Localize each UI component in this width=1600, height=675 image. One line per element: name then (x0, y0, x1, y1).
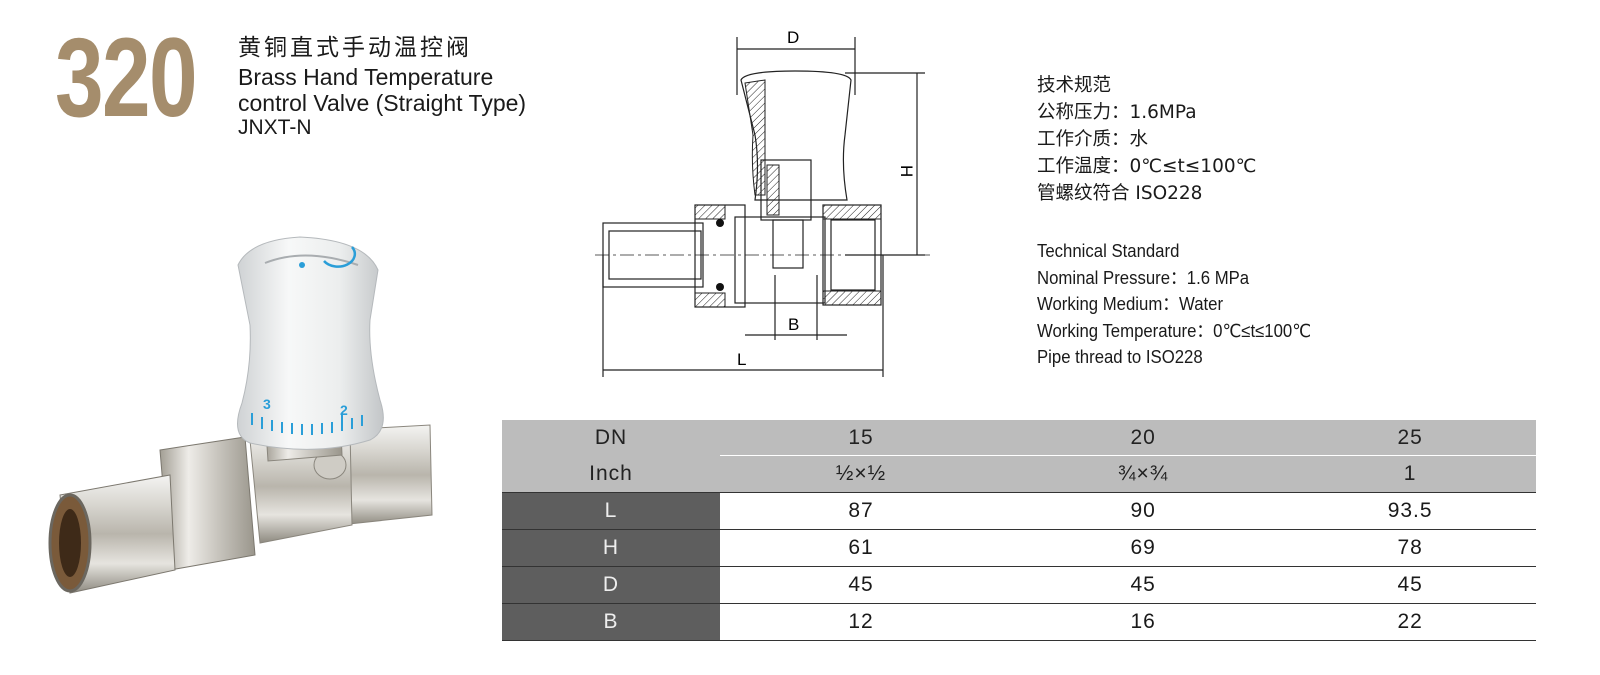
table-cell: 69 (1002, 529, 1285, 567)
model-code: JNXT-N (238, 115, 312, 139)
table-cell: 45 (720, 566, 1003, 604)
header-inch-label: Inch (502, 455, 720, 493)
title-english-line2: control Valve (Straight Type) (238, 89, 527, 116)
table-cell: 45 (1284, 566, 1536, 604)
specs-cn-pressure: 公称压力：1.6MPa (1037, 102, 1197, 123)
valve-product-photo: 3 2 (48, 236, 433, 594)
table-row: H 61 69 78 (502, 529, 1536, 567)
table-cell: 45 (1002, 566, 1285, 604)
valve-technical-drawing: D H B L (595, 28, 930, 377)
table-row: B 12 16 22 (502, 603, 1536, 641)
table-cell: 16 (1002, 603, 1285, 641)
specs-en-medium: Working Medium：Water (1037, 294, 1224, 314)
table-row: D 45 45 45 (502, 566, 1536, 604)
header-inch-value: 1 (1284, 455, 1536, 493)
specs-cn-thread: 管螺纹符合 ISO228 (1037, 183, 1203, 204)
header-inch-value: ¾×¾ (1002, 455, 1285, 493)
specs-cn-temperature: 工作温度：0℃≤t≤100℃ (1037, 156, 1257, 177)
row-label-l: L (502, 492, 720, 530)
dim-label-d: D (787, 28, 799, 47)
row-label-h: H (502, 529, 720, 567)
header-dn-label: DN (502, 420, 720, 456)
specs-en-thread: Pipe thread to ISO228 (1037, 347, 1203, 367)
dimension-table: DN 15 20 25 Inch ½×½ ¾×¾ 1 L 87 90 93.5 … (502, 420, 1536, 641)
table-header-dn-row: DN 15 20 25 (502, 420, 1536, 456)
table-cell: 61 (720, 529, 1003, 567)
table-row: L 87 90 93.5 (502, 492, 1536, 530)
specs-cn-heading: 技术规范 (1037, 75, 1112, 96)
specs-en-pressure: Nominal Pressure：1.6 MPa (1037, 267, 1250, 288)
dial-mark-3: 3 (263, 396, 271, 412)
table-cell: 87 (720, 492, 1003, 530)
specs-en-temperature: Working Temperature：0℃≤t≤100℃ (1037, 320, 1312, 341)
table-cell: 12 (720, 603, 1003, 641)
table-header-inch-row: Inch ½×½ ¾×¾ 1 (502, 455, 1536, 493)
model-number: 320 (55, 15, 198, 140)
specs-en-heading: Technical Standard (1037, 241, 1180, 261)
header-dn-value: 20 (1002, 420, 1285, 456)
title-english-line1: Brass Hand Temperature (238, 64, 494, 91)
title-chinese: 黄铜直式手动温控阀 (238, 35, 472, 61)
header-dn-value: 15 (720, 420, 1003, 456)
table-cell: 93.5 (1284, 492, 1536, 530)
dial-mark-2: 2 (340, 402, 348, 418)
row-label-d: D (502, 566, 720, 604)
table-cell: 78 (1284, 529, 1536, 567)
table-cell: 22 (1284, 603, 1536, 641)
title-block: 黄铜直式手动温控阀 Brass Hand Temperature control… (238, 35, 527, 139)
table-cell: 90 (1002, 492, 1285, 530)
dim-label-h: H (897, 165, 916, 177)
row-label-b: B (502, 603, 720, 641)
header-inch-value: ½×½ (720, 455, 1003, 493)
specs-chinese: 技术规范 公称压力：1.6MPa 工作介质：水 工作温度：0℃≤t≤100℃ 管… (1037, 72, 1256, 207)
dim-label-l: L (737, 350, 746, 369)
specs-cn-medium: 工作介质：水 (1037, 129, 1149, 150)
specs-english: Technical Standard Nominal Pressure：1.6 … (1037, 238, 1311, 371)
header-dn-value: 25 (1284, 420, 1536, 456)
dim-label-b: B (788, 315, 799, 334)
